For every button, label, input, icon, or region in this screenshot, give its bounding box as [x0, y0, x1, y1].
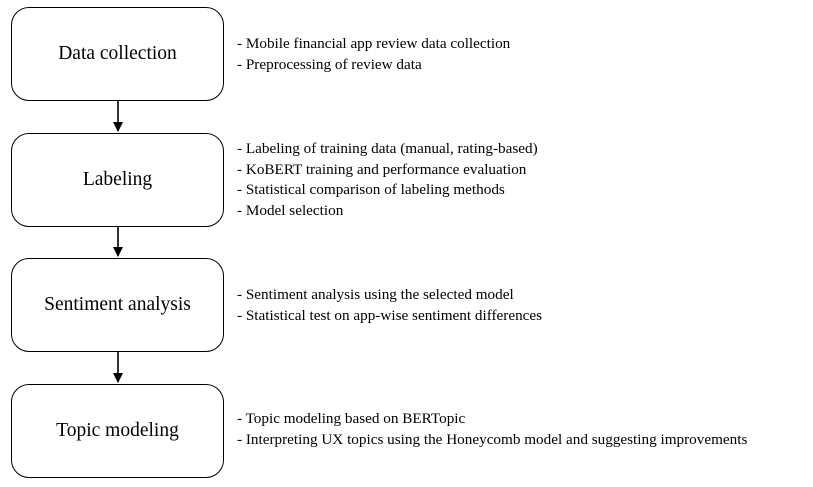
- description-item: - Topic modeling based on BERTopic: [237, 410, 466, 427]
- data-collection-description: - Mobile financial app review data colle…: [237, 34, 510, 75]
- description-item: - Sentiment analysis using the selected …: [237, 286, 514, 303]
- description-item: - KoBERT training and performance evalua…: [237, 160, 527, 178]
- description-item: - Statistical test on app-wise sentiment…: [237, 306, 543, 324]
- data-collection-title: Data collection: [58, 43, 177, 65]
- sentiment-analysis-description: - Sentiment analysis using the selected …: [237, 285, 542, 326]
- sentiment-analysis-title: Sentiment analysis: [44, 294, 191, 316]
- labeling-title: Labeling: [82, 169, 153, 191]
- description-item: - Model selection: [237, 201, 344, 219]
- topic-modeling-title: Topic modeling: [56, 420, 179, 442]
- description-item: - Statistical comparison of labeling met…: [237, 181, 505, 198]
- description-item: - Preprocessing of review data: [237, 55, 422, 73]
- description-item: - Labeling of training data (manual, rat…: [237, 140, 538, 157]
- topic-modeling-description: - Topic modeling based on BERTopic - Int…: [237, 409, 747, 450]
- sentiment-analysis-box: Sentiment analysis: [11, 258, 224, 352]
- description-item: - Interpreting UX topics using the Honey…: [237, 430, 748, 448]
- labeling-description: - Labeling of training data (manual, rat…: [237, 139, 538, 221]
- labeling-box: Labeling: [11, 133, 224, 227]
- description-item: - Mobile financial app review data colle…: [237, 35, 511, 52]
- data-collection-box: Data collection: [11, 7, 224, 101]
- topic-modeling-box: Topic modeling: [11, 384, 224, 478]
